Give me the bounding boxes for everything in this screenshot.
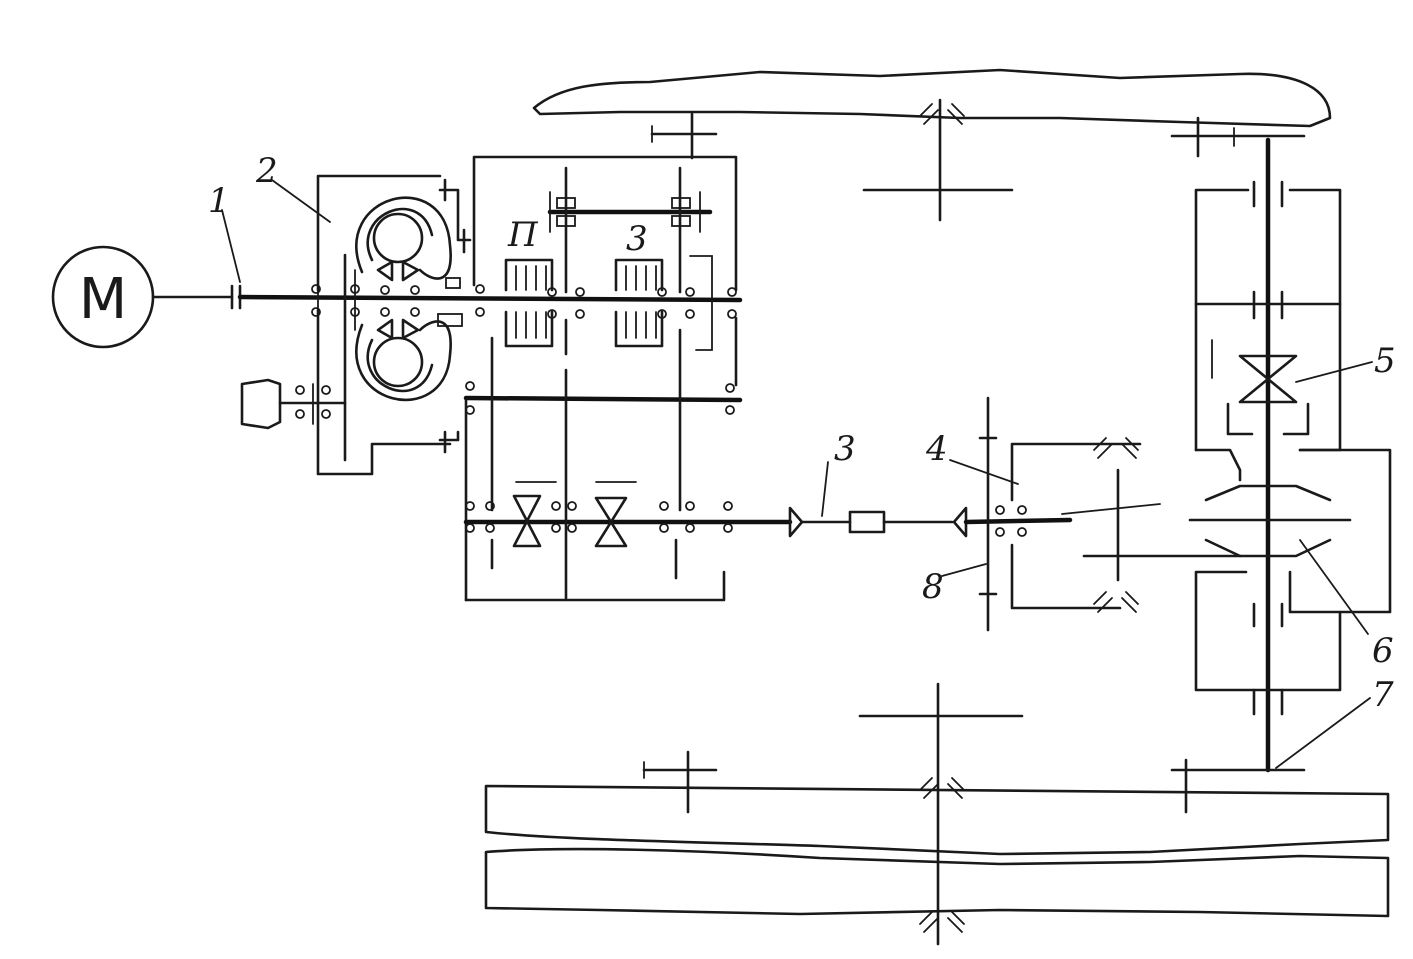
torque-converter	[311, 174, 472, 476]
label-P: П	[507, 215, 539, 255]
wheel-bearings	[919, 103, 1139, 933]
label-5: 5	[1374, 341, 1396, 381]
label-1: 1	[208, 181, 230, 221]
label-3-clutch: 3	[626, 219, 648, 259]
gearbox	[463, 155, 793, 602]
label-3-cardan: 3	[834, 429, 856, 469]
motor: M	[51, 245, 155, 349]
cardan-shaft	[788, 506, 968, 538]
label-6: 6	[1372, 631, 1394, 671]
upper-track	[532, 68, 1332, 222]
leader-lines	[221, 179, 1373, 769]
oil-pump	[240, 378, 347, 430]
input-shaft	[151, 284, 743, 310]
motor-symbol: M	[79, 267, 127, 332]
lower-track	[484, 682, 1390, 946]
label-7: 7	[1372, 675, 1394, 715]
label-2: 2	[255, 151, 278, 191]
label-4: 4	[925, 429, 948, 469]
label-8: 8	[922, 567, 944, 607]
final-drive	[1188, 137, 1392, 773]
